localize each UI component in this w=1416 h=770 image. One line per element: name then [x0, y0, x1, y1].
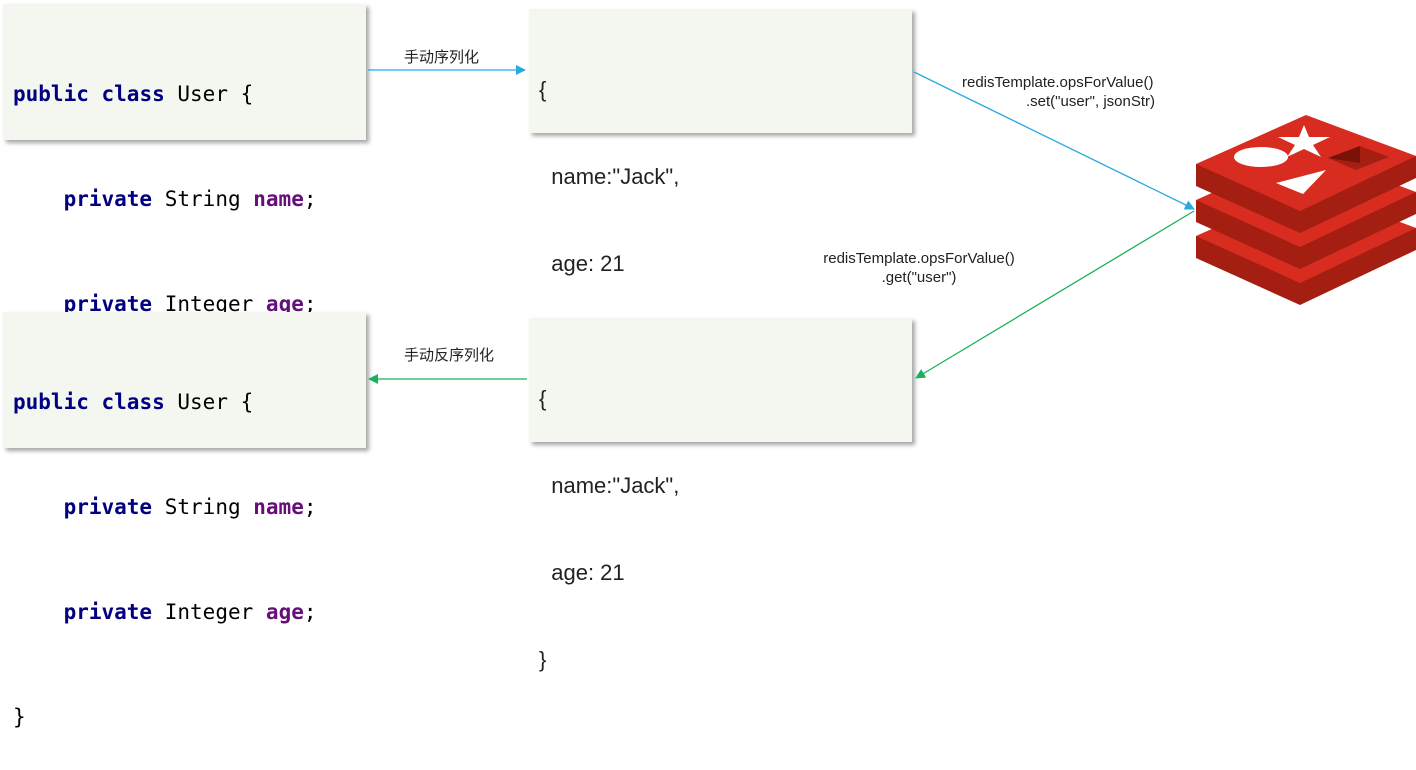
redis-set-arrow — [913, 71, 1195, 210]
name-field-line: private String name; — [63, 495, 317, 519]
redis-get-call-label: redisTemplate.opsForValue() .get("user") — [809, 249, 1029, 287]
closing-brace-line: } — [13, 705, 26, 729]
set-call-line-1: redisTemplate.opsForValue() — [962, 74, 1154, 91]
json-name-line: name:"Jack", — [551, 164, 680, 189]
set-call-line-2: .set("user", jsonStr) — [1026, 93, 1156, 110]
redis-logo-icon — [1196, 115, 1416, 305]
user-class-card-top: public class User { private String name;… — [3, 4, 366, 421]
json-card-top: { name:"Jack", age: 21 } — [529, 9, 912, 363]
json-close-brace: } — [539, 647, 547, 672]
age-field-line: private Integer age; — [63, 600, 317, 624]
serialize-label: 手动序列化 — [404, 49, 480, 66]
name-field-line: private String name; — [63, 187, 317, 211]
json-name-line: name:"Jack", — [551, 473, 680, 498]
json-age-line: age: 21 — [551, 560, 625, 585]
get-call-line-1: redisTemplate.opsForValue() — [823, 250, 1015, 267]
class-declaration-line: public class User { — [13, 390, 254, 414]
json-open-brace: { — [539, 386, 547, 411]
class-declaration-line: public class User { — [13, 82, 254, 106]
get-call-line-2: .get("user") — [881, 269, 957, 286]
deserialize-label: 手动反序列化 — [404, 347, 495, 364]
json-open-brace: { — [539, 77, 547, 102]
redis-set-call-label: redisTemplate.opsForValue() .set("user",… — [962, 73, 1155, 111]
json-age-line: age: 21 — [551, 251, 625, 276]
diagram-connectors — [368, 65, 1416, 384]
redis-get-arrow — [915, 210, 1195, 379]
